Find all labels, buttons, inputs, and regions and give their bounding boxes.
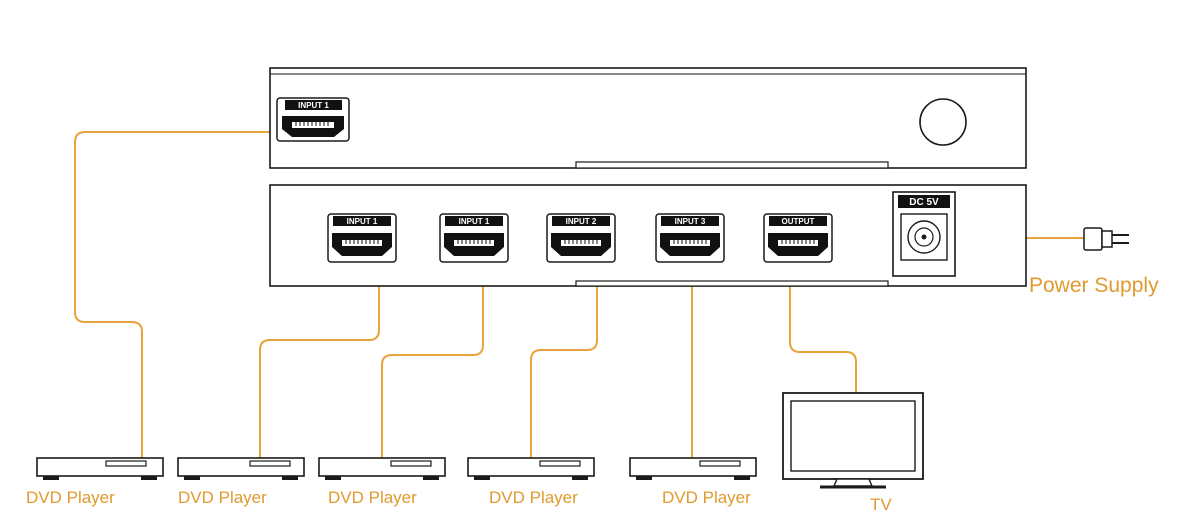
front-input1-port[interactable]: INPUT 1: [276, 97, 350, 142]
dvd-player-1-label: DVD Player: [26, 488, 115, 507]
cable-back-input1a: [259, 262, 380, 458]
cables: [74, 131, 1090, 458]
dvd-player-4: [467, 457, 595, 480]
cable-back-input2: [530, 262, 598, 458]
dc-label: DC 5V: [909, 197, 939, 208]
dvd-player-3: [318, 457, 446, 480]
back-input1a-port[interactable]: INPUT 1: [327, 213, 397, 263]
tv-label: TV: [870, 495, 892, 514]
back-input1a-label: INPUT 1: [347, 217, 378, 226]
dvd-player-2: [177, 457, 305, 480]
dvd-player-4-label: DVD Player: [489, 488, 578, 507]
power-plug-icon: [1083, 227, 1129, 251]
back-input1b-port[interactable]: INPUT 1: [439, 213, 509, 263]
back-input3-port[interactable]: INPUT 3: [655, 213, 725, 263]
cable-output-tv: [789, 262, 857, 393]
front-panel: INPUT 1: [269, 67, 1027, 169]
back-input1b-label: INPUT 1: [459, 217, 490, 226]
cable-back-input1b: [381, 262, 484, 458]
dvd-player-3-label: DVD Player: [328, 488, 417, 507]
back-input2-label: INPUT 2: [566, 217, 597, 226]
back-input3-label: INPUT 3: [675, 217, 706, 226]
back-input2-port[interactable]: INPUT 2: [546, 213, 616, 263]
back-output-port[interactable]: OUTPUT: [763, 213, 833, 263]
dc-power-port[interactable]: DC 5V: [892, 191, 956, 277]
back-panel: INPUT 1 INPUT 1: [269, 184, 1027, 287]
dvd-player-2-label: DVD Player: [178, 488, 267, 507]
back-output-label: OUTPUT: [782, 217, 815, 226]
front-input1-label: INPUT 1: [298, 101, 329, 110]
power-supply-label: Power Supply: [1029, 274, 1159, 297]
cable-front-input1: [74, 131, 313, 458]
dvd-player-5-label: DVD Player: [662, 488, 751, 507]
power-button-icon[interactable]: [919, 98, 967, 146]
tv-icon: [782, 392, 924, 489]
dvd-player-1: [36, 457, 164, 480]
dvd-player-5: [629, 457, 757, 480]
